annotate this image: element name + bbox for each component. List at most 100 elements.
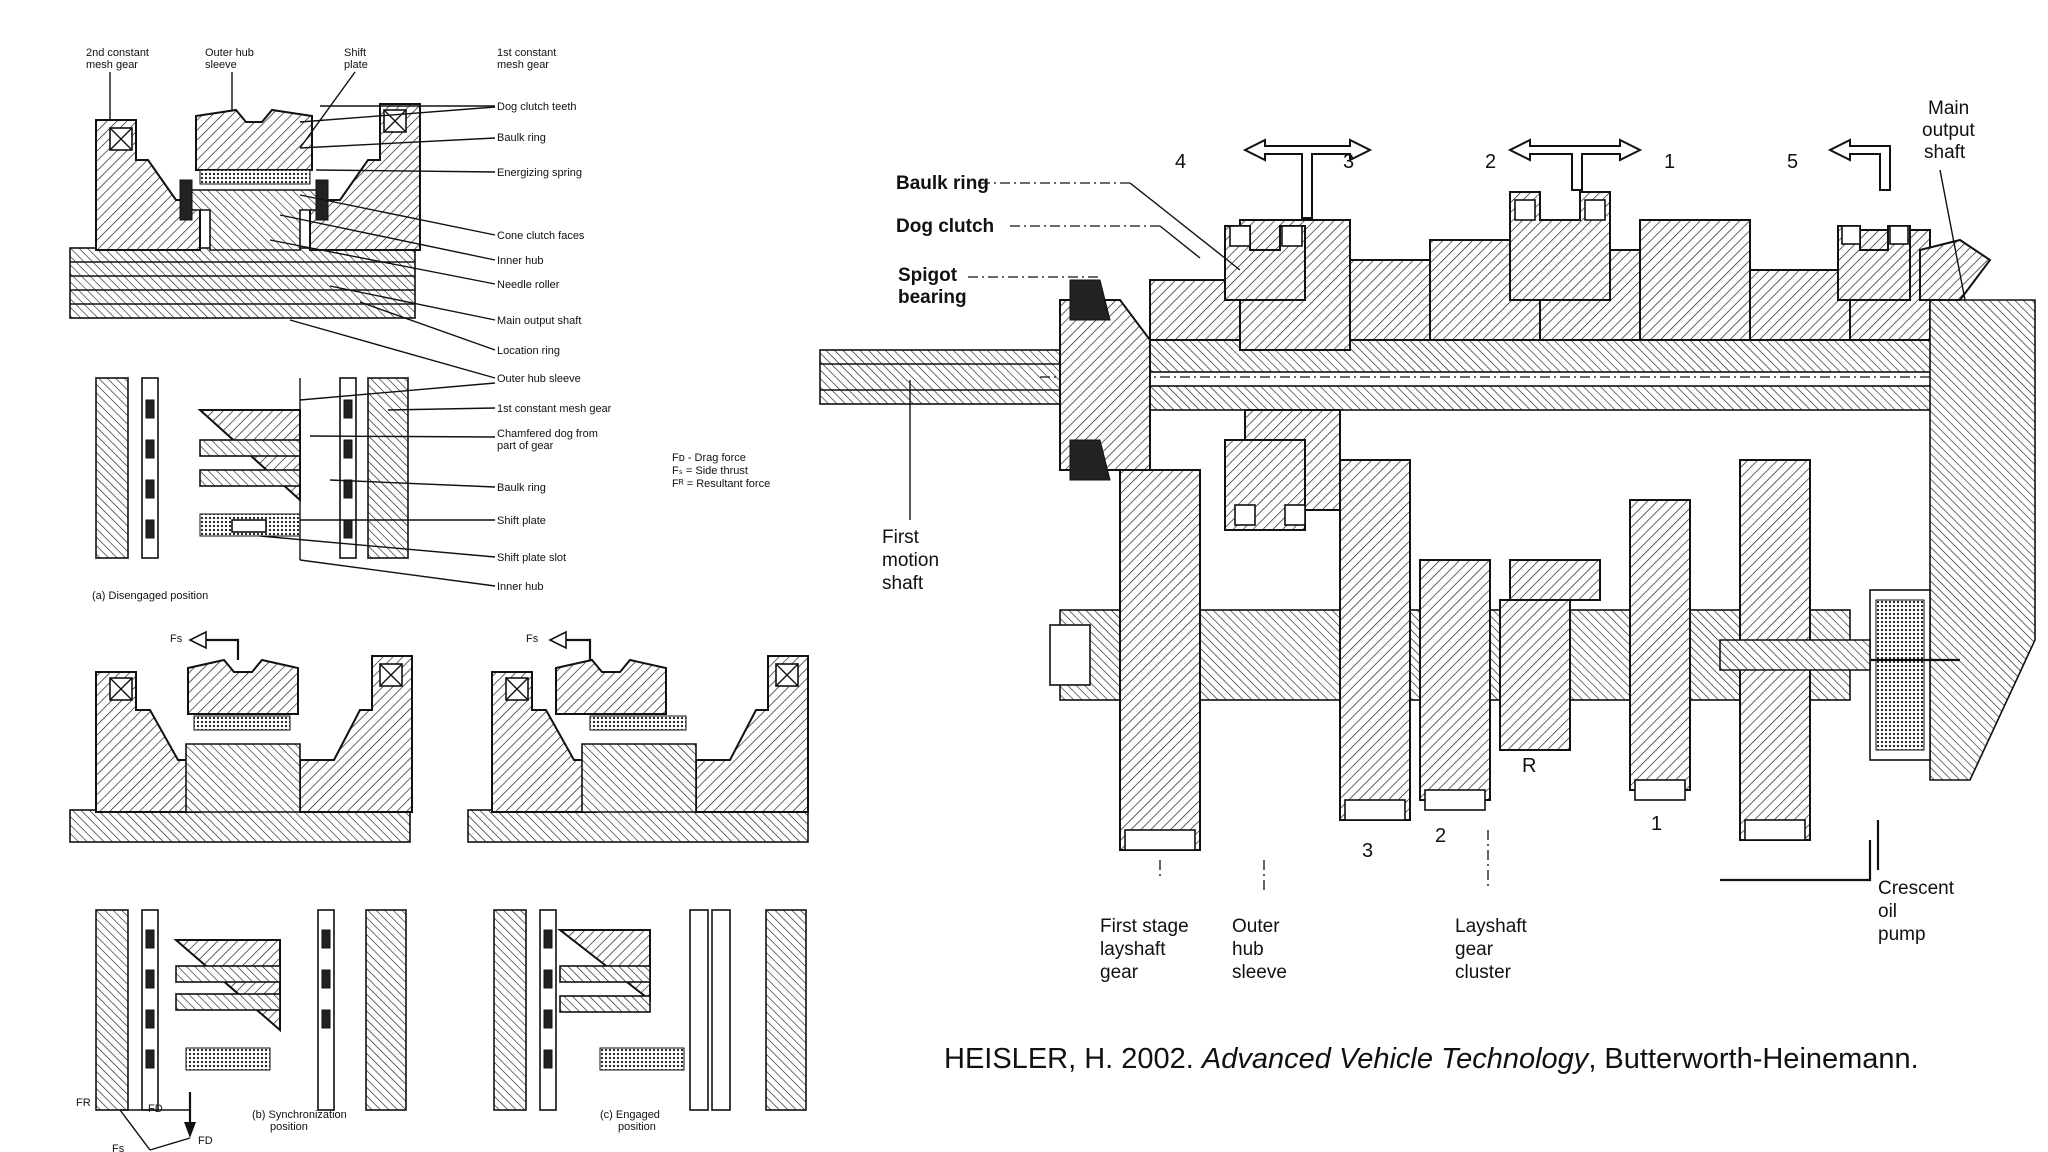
layshaft-gears [1119, 459, 1811, 851]
shift-plate-plan-label: Shift plate [497, 515, 546, 527]
spigot-bearing-callout-2: bearing [898, 287, 967, 308]
section-b-drawing [69, 630, 413, 843]
force-label-fr: FR [76, 1097, 91, 1109]
first-motion-shaft-callout-1: First [882, 527, 920, 548]
first-constant-mesh-gear-label-2: mesh gear [497, 59, 549, 71]
citation-suffix: , Butterworth-Heinemann. [1588, 1043, 1919, 1075]
layshaft-number-2: 2 [1435, 825, 1446, 847]
first-motion-shaft-callout-3: shaft [882, 573, 924, 594]
outer-hub-sleeve-label-1: Outer hub [205, 47, 254, 59]
layshaft-gear-cluster-callout-3: cluster [1455, 962, 1512, 983]
dog-clutch-teeth-label: Dog clutch teeth [497, 101, 577, 113]
citation-title: Advanced Vehicle Technology [1201, 1043, 1589, 1075]
first-motion-shaft-body [819, 349, 1071, 405]
caption-synchronization-2: position [270, 1121, 308, 1133]
section-a-plan [95, 377, 409, 560]
citation: HEISLER, H. 2002. Advanced Vehicle Techn… [944, 1043, 1919, 1076]
layshaft-gear-cluster-callout-2: gear [1455, 939, 1494, 960]
section-c-drawing [467, 630, 809, 843]
gear-number-2: 2 [1485, 151, 1496, 173]
dog-clutch-callout: Dog clutch [896, 216, 994, 237]
crescent-oil-pump-callout-3: pump [1878, 924, 1926, 945]
shift-plate-label-2: plate [344, 59, 368, 71]
force-label-fd: FD [148, 1103, 163, 1115]
first-stage-layshaft-gear-callout-2: layshaft [1100, 939, 1166, 960]
spigot-bearing-callout-1: Spigot [898, 265, 958, 286]
energizing-spring-label: Energizing spring [497, 167, 582, 179]
chamfered-dog-label-1: Chamfered dog from [497, 428, 598, 440]
main-output-shaft-callout-1: Main [1928, 98, 1969, 119]
outer-hub-sleeve-plan-label: Outer hub sleeve [497, 373, 581, 385]
first-stage-layshaft-gear-callout-1: First stage [1100, 916, 1189, 937]
force-label-fs-b: Fs [170, 633, 183, 645]
legend-side-thrust: Fₛ = Side thrust [672, 465, 748, 477]
location-ring-label: Location ring [497, 345, 560, 357]
outer-hub-sleeve-label-2: sleeve [205, 59, 237, 71]
section-b-plan [95, 909, 407, 1151]
caption-engaged-2: position [618, 1121, 656, 1133]
layshaft-number-r: R [1522, 755, 1536, 777]
main-output-shaft-callout-3: shaft [1924, 142, 1966, 163]
inner-hub-label: Inner hub [497, 255, 543, 267]
force-label-fd-lower: FD [198, 1135, 213, 1147]
main-output-shaft-label: Main output shaft [497, 315, 581, 327]
section-a-drawing [69, 103, 421, 319]
gearbox-diagram: 4 3 2 1 5 3 2 R 1 Baulk ring Dog clutch … [819, 98, 2036, 983]
citation-prefix: HEISLER, H. 2002. [944, 1043, 1202, 1075]
gear-number-4: 4 [1175, 151, 1186, 173]
layshaft-gear-cluster-callout-1: Layshaft [1455, 916, 1528, 937]
section-c-plan [493, 909, 807, 1111]
inner-hub-plan-label: Inner hub [497, 581, 543, 593]
legend-resultant-force: Fᴿ = Resultant force [672, 478, 770, 490]
layshaft-number-1: 1 [1651, 813, 1662, 835]
baulk-ring-callout: Baulk ring [896, 173, 989, 194]
synchro-hubs [1224, 191, 1911, 531]
force-label-fs-c: Fs [526, 633, 539, 645]
gearbox-leaders [909, 169, 1966, 890]
crescent-oil-pump-callout-1: Crescent [1878, 878, 1955, 899]
legend-drag-force: Fᴅ - Drag force [672, 452, 746, 464]
second-constant-mesh-gear-label-2: mesh gear [86, 59, 138, 71]
caption-engaged-1: (c) Engaged [600, 1109, 660, 1121]
callout-leaders [109, 71, 496, 587]
main-output-shaft-callout-2: output [1922, 120, 1976, 141]
shift-plate-label-1: Shift [344, 47, 366, 59]
caption-disengaged: (a) Disengaged position [92, 590, 208, 602]
first-motion-shaft-callout-2: motion [882, 550, 939, 571]
outer-hub-sleeve-callout-1: Outer [1232, 916, 1280, 937]
shift-arrows [1242, 138, 1891, 219]
chamfered-dog-label-2: part of gear [497, 440, 554, 452]
first-stage-layshaft-gear-callout-3: gear [1100, 962, 1139, 983]
layshaft-number-3: 3 [1362, 840, 1373, 862]
crescent-oil-pump-callout-2: oil [1878, 901, 1897, 922]
baulk-ring-plan-label: Baulk ring [497, 482, 546, 494]
first-constant-mesh-gear-label-1: 1st constant [497, 47, 556, 59]
second-constant-mesh-gear-label-1: 2nd constant [86, 47, 149, 59]
gear-number-5: 5 [1787, 151, 1798, 173]
gear-number-1: 1 [1664, 151, 1675, 173]
shift-plate-slot-label: Shift plate slot [497, 552, 566, 564]
outer-hub-sleeve-callout-3: sleeve [1232, 962, 1287, 983]
gear-number-3: 3 [1343, 151, 1354, 173]
outer-hub-sleeve-callout-2: hub [1232, 939, 1264, 960]
force-label-fs-bottom: Fs [112, 1143, 125, 1152]
baulk-ring-label: Baulk ring [497, 132, 546, 144]
cone-clutch-faces-label: Cone clutch faces [497, 230, 585, 242]
needle-roller-label: Needle roller [497, 279, 560, 291]
